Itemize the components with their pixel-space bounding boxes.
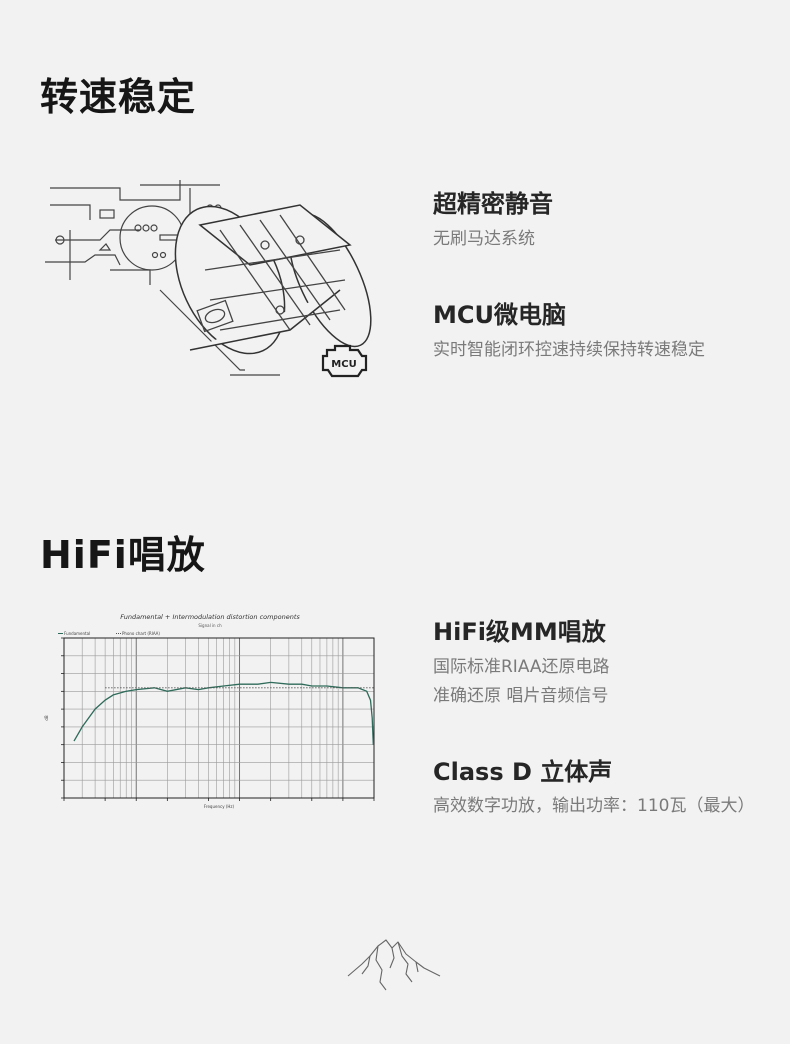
legend-riaa: Phono chart (RIAA) [122,631,160,636]
mcu-badge-label: MCU [331,359,356,370]
chart-title: Fundamental + Intermodulation distortion… [120,613,300,621]
feature-desc-mm-line2: 准确还原 唱片音频信号 [433,686,609,706]
motor-mcu-illustration: MCU [45,180,372,378]
chart-legend: Fundamental Phono chart (RIAA) [58,631,160,636]
feature-desc-class-d: 高效数字功放，输出功率：110瓦（最大） [433,796,755,816]
mcu-engine-icon: MCU [321,344,368,378]
chart-subtitle: Signal in ch [198,623,222,628]
frequency-response-chart: Fundamental + Intermodulation distortion… [44,613,375,809]
feature-title-mcu: MCU微电脑 [433,301,566,329]
legend-fundamental: Fundamental [64,631,90,636]
feature-title-silent: 超精密静音 [433,190,553,218]
chart-xlabel: Frequency (Hz) [204,804,235,809]
section-title-speed: 转速稳定 [40,75,197,119]
feature-desc-mcu: 实时智能闭环控速持续保持转速稳定 [433,340,705,360]
feature-title-mm-phono: HiFi级MM唱放 [433,618,606,646]
chart-series [73,681,374,745]
chart-grid [63,637,375,799]
feature-desc-mm-line1: 国际标准RIAA还原电路 [433,657,610,677]
mountain-logo-icon [347,939,441,991]
feature-desc-silent: 无刷马达系统 [433,229,535,249]
feature-title-class-d: Class D 立体声 [433,758,613,786]
chart-ylabel: dB [44,715,49,721]
section-title-hifi: HiFi唱放 [40,533,206,577]
chart-ticks [61,637,375,801]
chart-plot-area [63,637,375,799]
